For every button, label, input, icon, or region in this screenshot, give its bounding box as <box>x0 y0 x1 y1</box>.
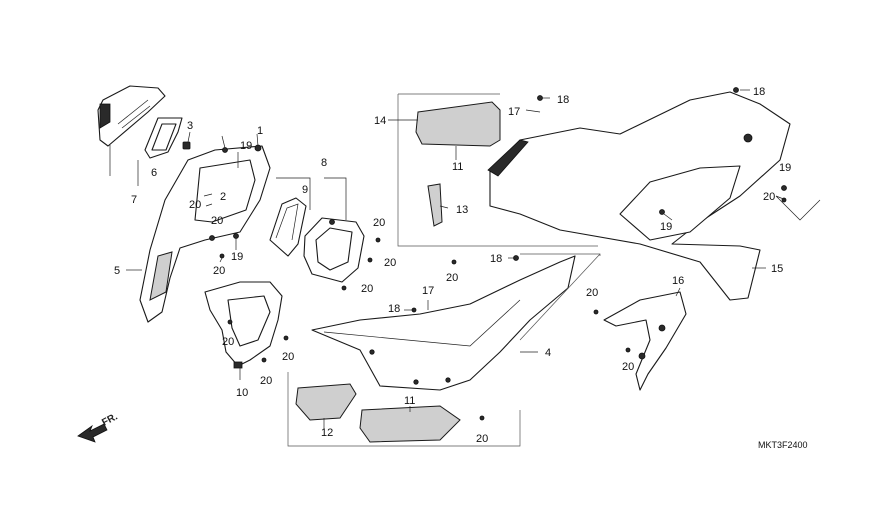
callout-13: 13 <box>456 204 468 216</box>
part-11-cap-lower <box>359 405 461 443</box>
callout-2: 2 <box>220 191 226 203</box>
diagram-code: MKT3F2400 <box>758 440 808 450</box>
callout-20-c: 20 <box>213 265 225 277</box>
callout-20-l: 20 <box>586 287 598 299</box>
front-arrow-icon: FR. <box>77 411 120 443</box>
group-14-bracket <box>397 93 598 247</box>
callout-9: 9 <box>302 184 308 196</box>
callout-8: 8 <box>321 157 327 169</box>
callout-17-upper: 17 <box>508 106 520 118</box>
callout-3: 3 <box>187 120 193 132</box>
callout-20-h: 20 <box>282 351 294 363</box>
callout-15: 15 <box>771 263 783 275</box>
part-8-bracket <box>303 217 365 283</box>
callout-17-lower: 17 <box>422 285 434 297</box>
callout-20-d: 20 <box>373 217 385 229</box>
callout-7: 7 <box>131 194 137 206</box>
callout-20-a: 20 <box>189 199 201 211</box>
part-3-clip <box>182 141 191 150</box>
callout-20-k: 20 <box>763 191 775 203</box>
callout-19-d: 19 <box>660 221 672 233</box>
leader-lines <box>109 89 821 430</box>
callout-14: 14 <box>374 115 386 127</box>
part-5-inner-panel <box>139 144 271 323</box>
part-15-side-cowl <box>487 91 791 301</box>
callout-4: 4 <box>545 347 551 359</box>
callout-20-g: 20 <box>222 336 234 348</box>
callout-18-c: 18 <box>490 253 502 265</box>
part-16-bracket <box>603 291 687 391</box>
callout-11-lower: 11 <box>404 395 415 407</box>
callout-19-b: 19 <box>231 251 243 263</box>
callout-19-c: 19 <box>779 162 791 174</box>
callout-1: 1 <box>257 125 263 137</box>
callout-20-e: 20 <box>384 257 396 269</box>
callout-18-a: 18 <box>557 94 569 106</box>
part-9-frame <box>269 197 307 257</box>
callout-19-a: 19 <box>240 140 252 152</box>
callout-10: 10 <box>236 387 248 399</box>
callout-18-b: 18 <box>753 86 765 98</box>
callout-6: 6 <box>151 167 157 179</box>
callout-12: 12 <box>321 427 333 439</box>
group-lower-bracket <box>287 253 601 447</box>
part-12-lower-trim <box>295 383 357 421</box>
callout-18-d: 18 <box>388 303 400 315</box>
callout-20-b: 20 <box>211 215 223 227</box>
callout-5: 5 <box>114 265 120 277</box>
callouts: 1 2 3 4 5 6 7 8 9 10 11 11 12 13 14 15 1… <box>114 86 791 445</box>
callout-11-upper: 11 <box>452 161 463 173</box>
part-13-trim <box>427 183 443 227</box>
part-6-window-frame <box>144 117 183 159</box>
callout-20-n: 20 <box>476 433 488 445</box>
part-7-cover <box>97 85 166 147</box>
callout-20-f: 20 <box>361 283 373 295</box>
front-label: FR. <box>100 411 120 428</box>
part-11-cap-upper <box>415 101 501 147</box>
part-10-lower-box <box>204 281 283 369</box>
callout-20-m: 20 <box>622 361 634 373</box>
callout-20-j: 20 <box>446 272 458 284</box>
callout-16: 16 <box>672 275 684 287</box>
part-4-lower-cowl <box>311 255 576 391</box>
callout-20-i: 20 <box>260 375 272 387</box>
